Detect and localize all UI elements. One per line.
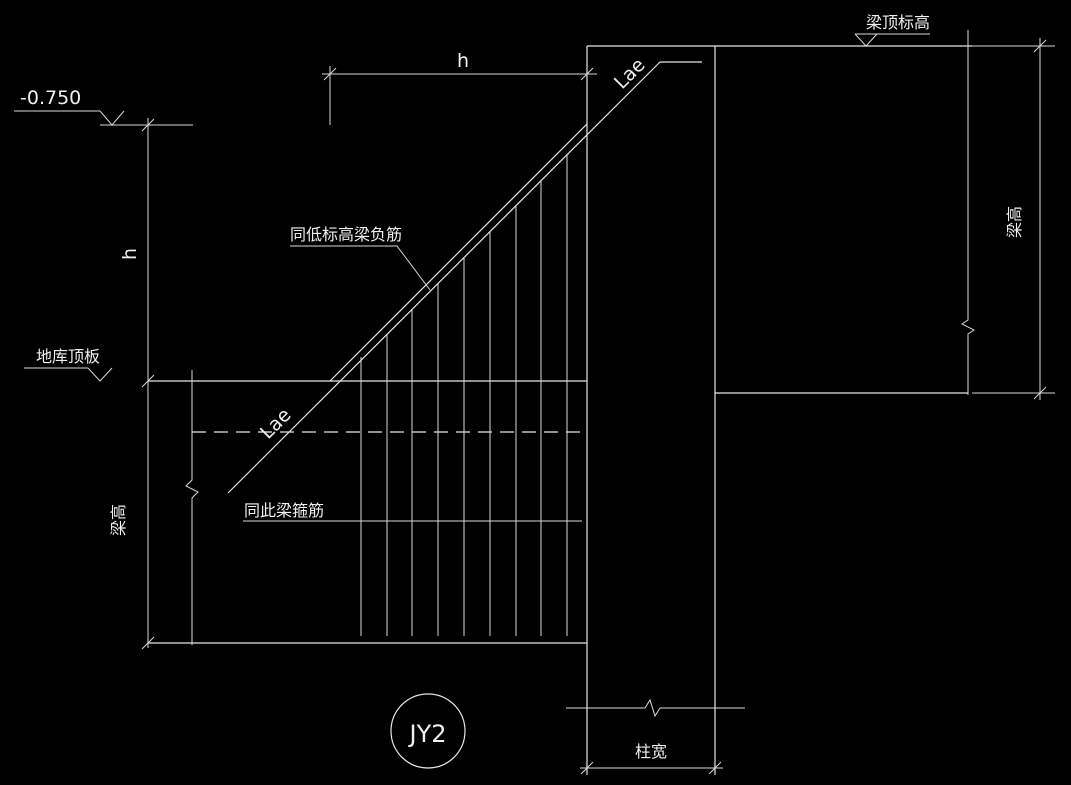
stirrup-note: 同此梁箍筋 bbox=[244, 501, 324, 520]
column-width-dimension bbox=[566, 698, 745, 775]
elevation-value: -0.750 bbox=[20, 87, 81, 109]
basement-top-slab-label: 地库顶板 bbox=[36, 347, 100, 366]
elevation-marker-slab bbox=[24, 367, 113, 382]
h-label-left: h bbox=[119, 248, 141, 260]
neg-rebar-note: 同低标高梁负筋 bbox=[290, 225, 402, 244]
high-beam-outline bbox=[715, 30, 975, 395]
h-dimension-left bbox=[141, 118, 155, 650]
beam-top-elevation-marker bbox=[854, 33, 930, 47]
elevation-marker-top bbox=[14, 110, 193, 126]
beam-top-elevation-label: 梁顶标高 bbox=[866, 13, 930, 32]
beam-height-dimension-right bbox=[972, 38, 1055, 400]
diagonal-rebar bbox=[227, 61, 702, 494]
h-label-top: h bbox=[457, 50, 469, 72]
beam-height-label-right: 梁高 bbox=[1005, 206, 1024, 238]
stirrups bbox=[360, 154, 568, 636]
beam-height-label-left: 梁高 bbox=[109, 504, 128, 536]
column-outline bbox=[586, 45, 716, 775]
detail-marker-circle bbox=[390, 693, 466, 769]
neg-rebar-leader-line bbox=[290, 245, 431, 291]
low-beam-outline bbox=[148, 370, 587, 645]
lae-label-bottom: Lae bbox=[256, 404, 296, 444]
detail-id: JY2 bbox=[407, 720, 446, 748]
column-width-label: 柱宽 bbox=[635, 742, 667, 761]
h-dimension-top bbox=[322, 66, 597, 125]
lae-label-top: Lae bbox=[610, 54, 650, 94]
